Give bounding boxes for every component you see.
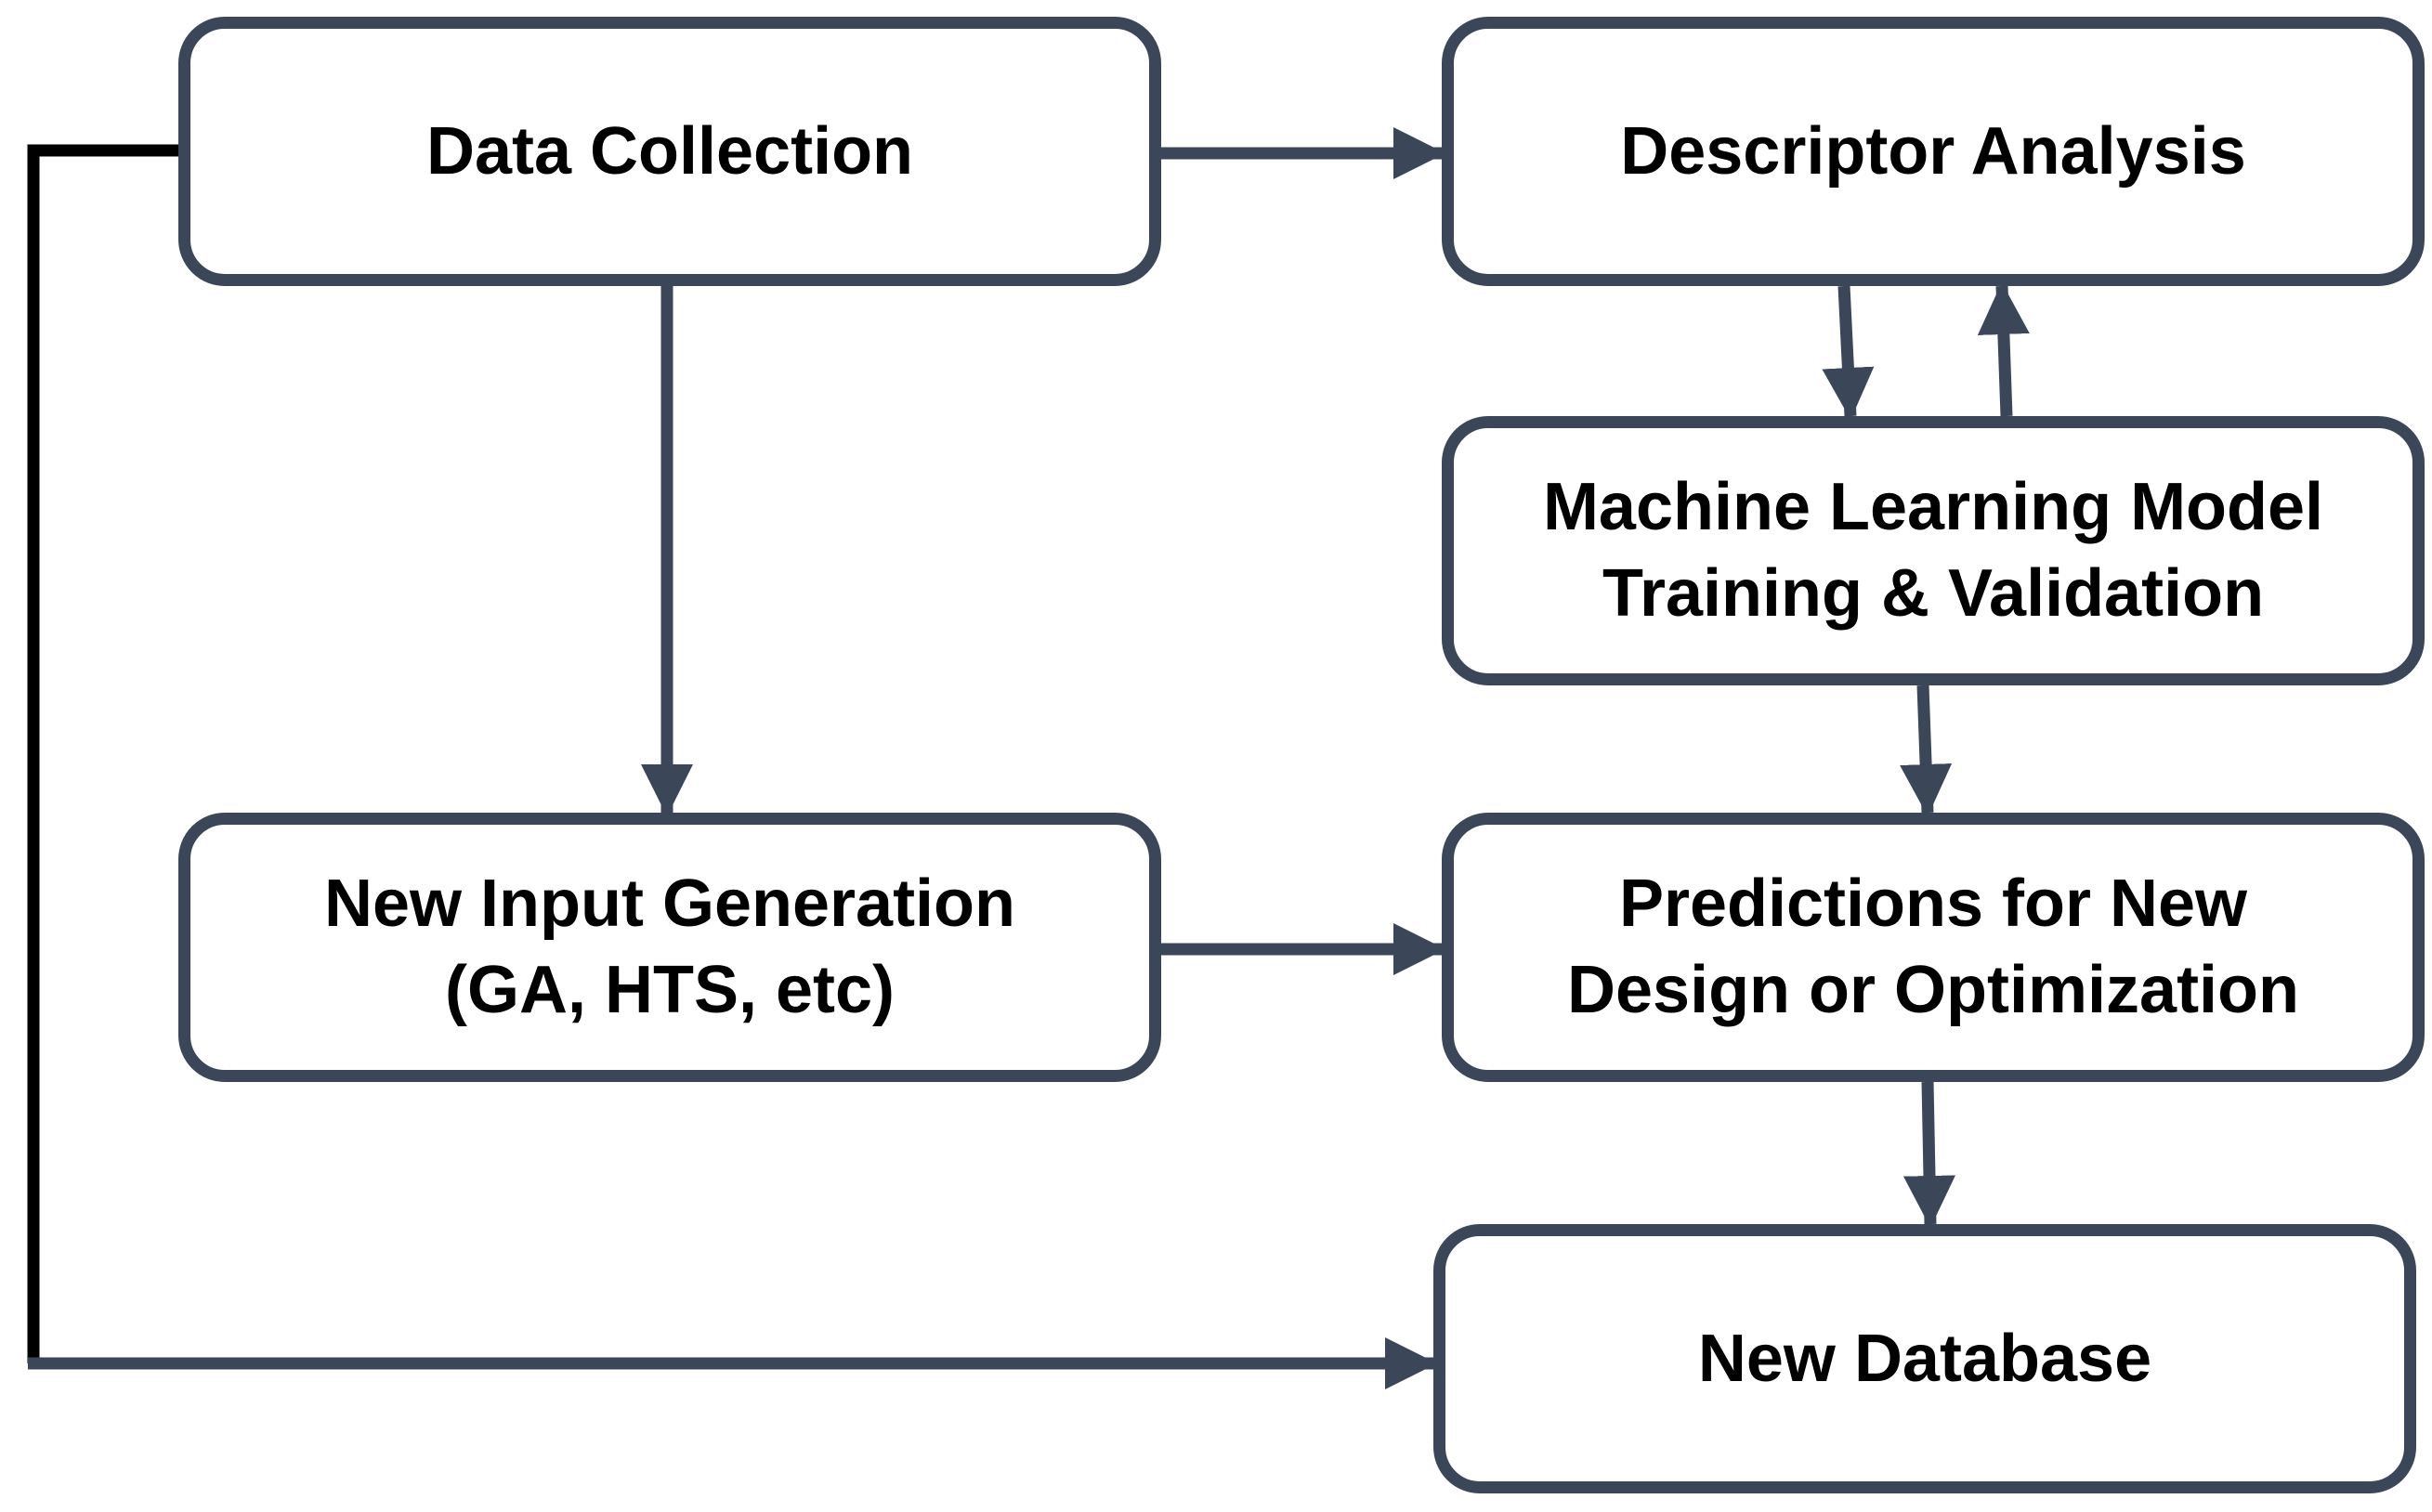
- node-descriptor-analysis: Descriptor Analysis: [1442, 17, 2425, 286]
- node-label: Data Collection: [425, 113, 914, 189]
- arrow-predictions-to-new-database: [1902, 1081, 1955, 1228]
- node-label-line-1: Predictions for New: [1618, 867, 2248, 941]
- node-label-line-2: (GA, HTS, etc): [444, 953, 896, 1027]
- node-label: New Database: [1697, 1321, 2152, 1396]
- node-ml-model-training: Machine Learning Model Training & Valida…: [1442, 416, 2425, 685]
- node-label-line-1: New Input Generation: [323, 867, 1016, 941]
- node-predictions: Predictions for New Design or Optimizati…: [1442, 813, 2425, 1082]
- arrow-ml-model-to-descriptor-analysis: [1977, 282, 2030, 417]
- node-label: Descriptor Analysis: [1620, 113, 2246, 189]
- node-label-line-2: Training & Validation: [1602, 556, 2265, 631]
- node-new-database: New Database: [1433, 1224, 2416, 1493]
- node-data-collection: Data Collection: [178, 17, 1161, 286]
- feedback-line-data-collection-to-new-database: [27, 144, 178, 1363]
- arrow-descriptor-analysis-to-ml-model: [1822, 285, 1875, 420]
- arrow-ml-model-to-predictions: [1900, 684, 1953, 816]
- node-new-input-generation: New Input Generation (GA, HTS, etc): [178, 813, 1161, 1082]
- node-label-line-2: Design or Optimization: [1566, 953, 2300, 1027]
- node-label-line-1: Machine Learning Model: [1542, 470, 2324, 544]
